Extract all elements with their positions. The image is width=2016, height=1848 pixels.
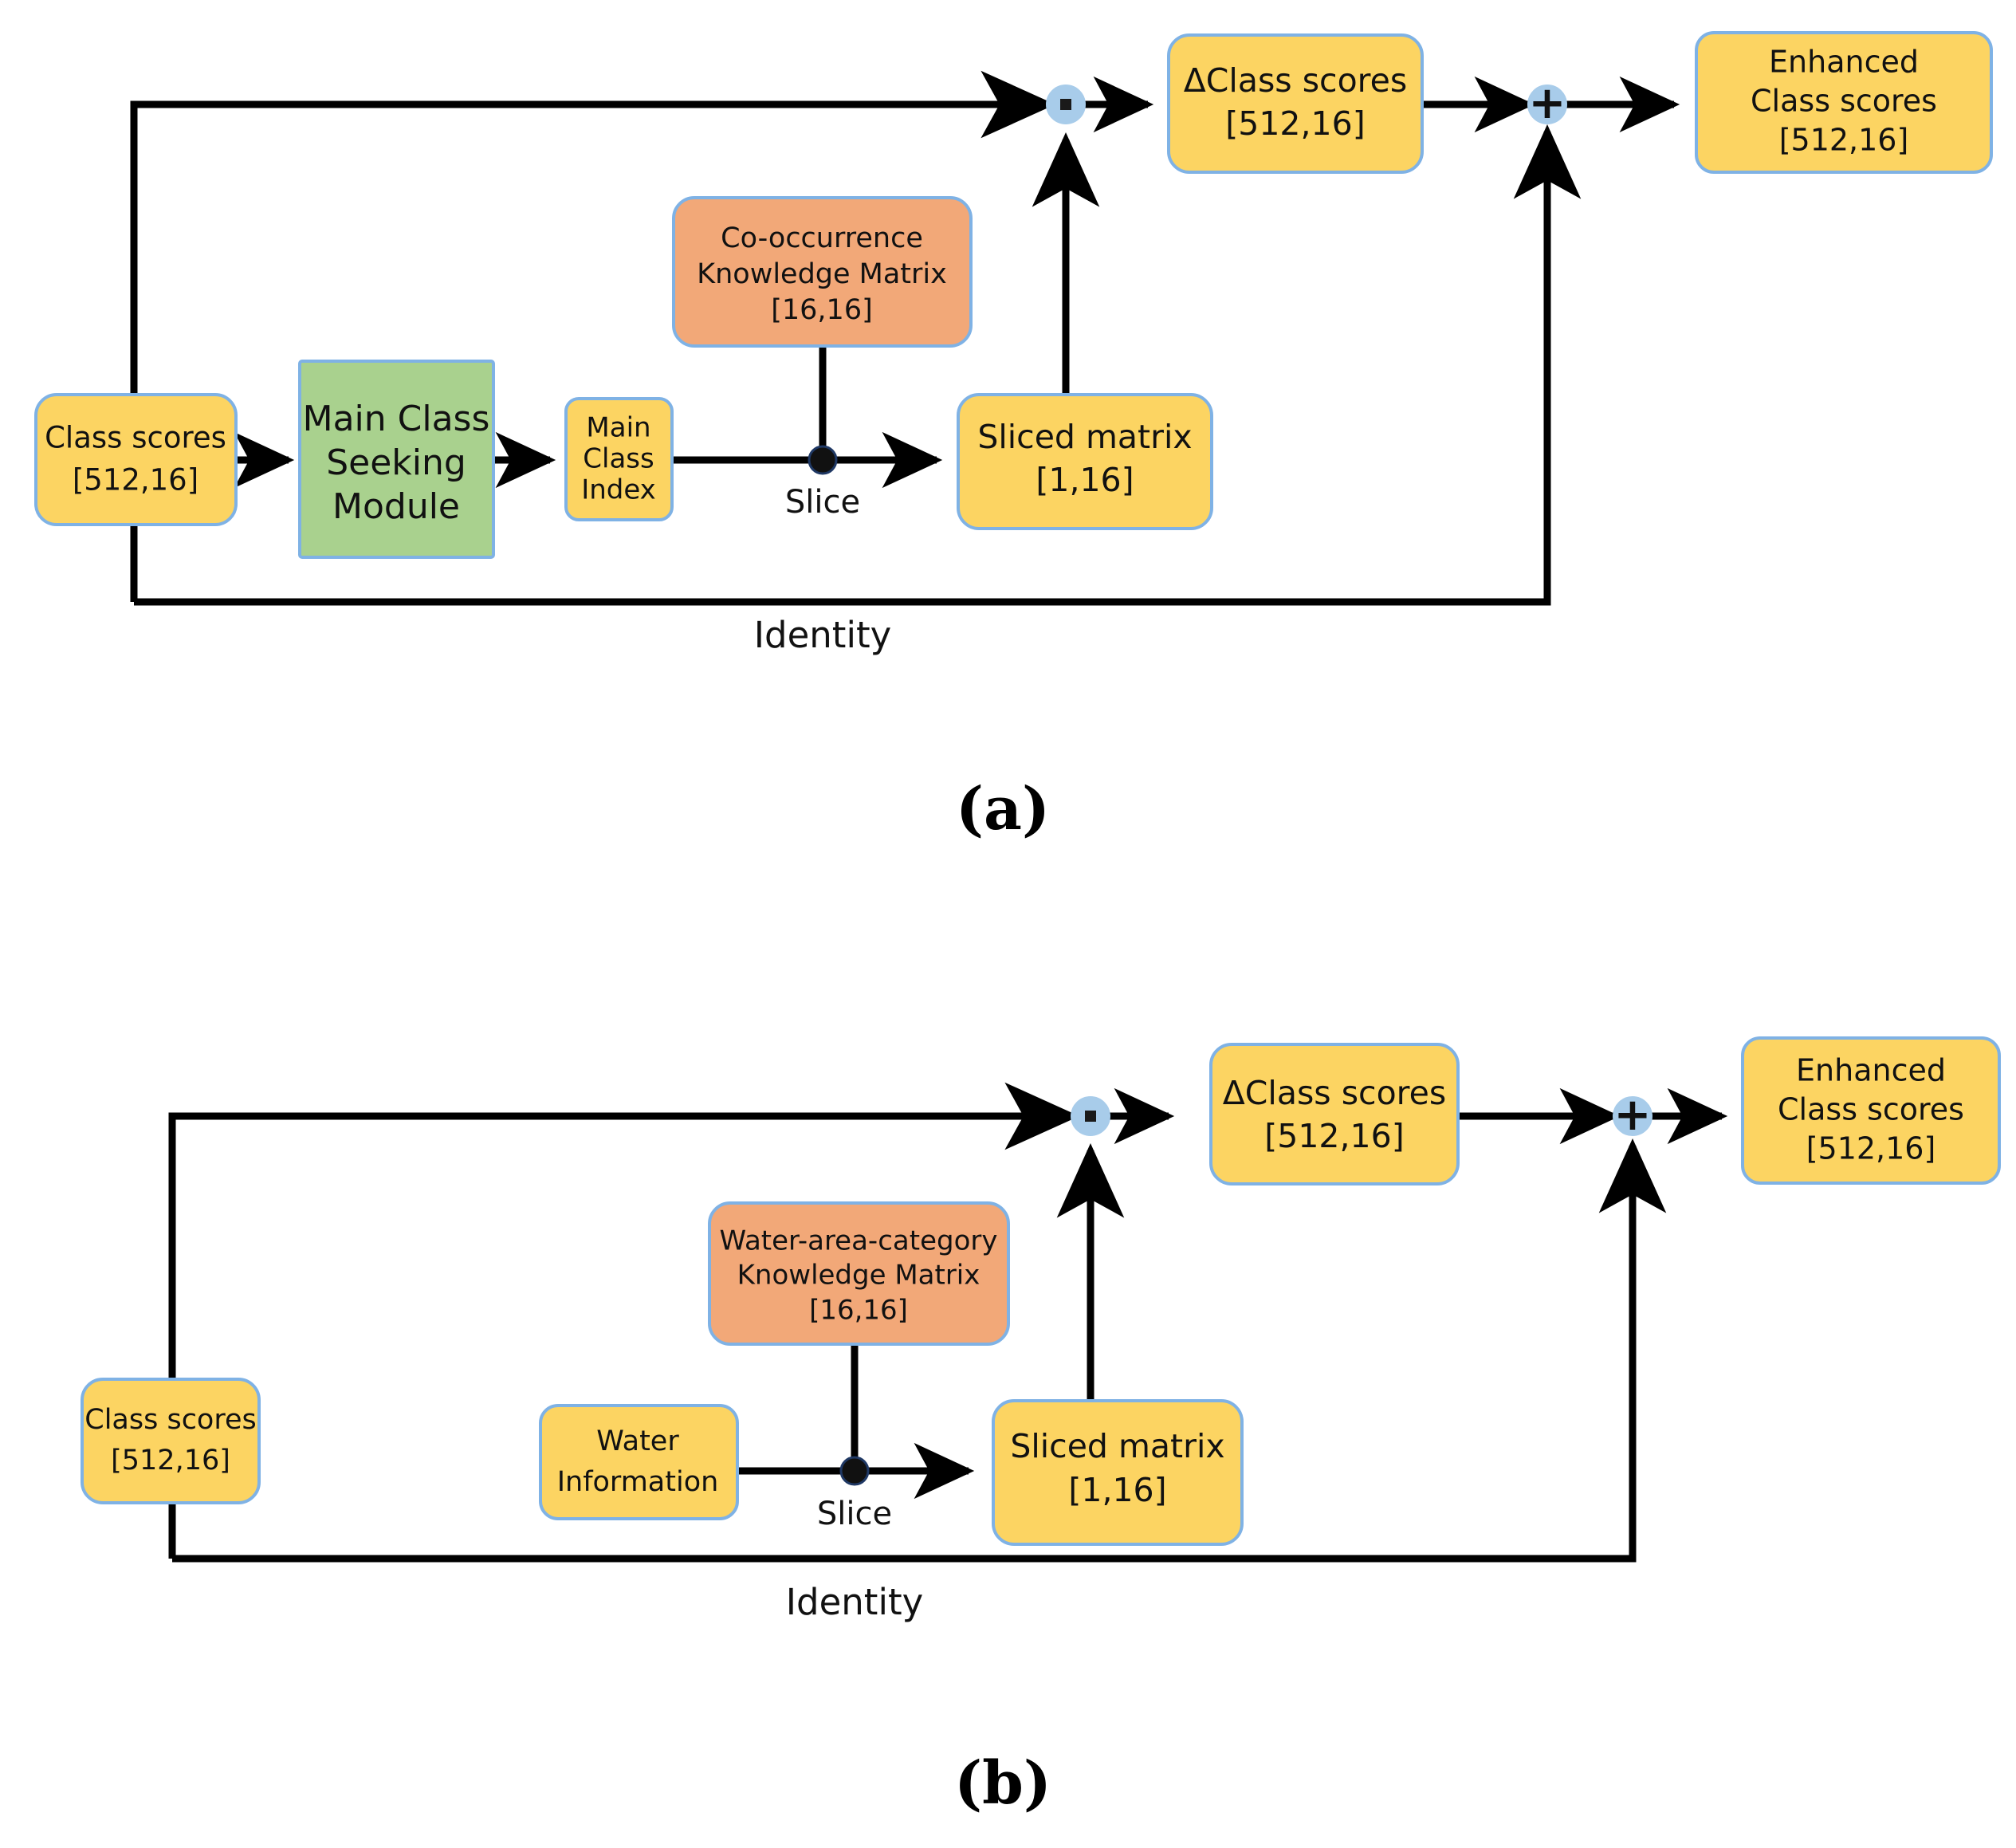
- delta-class-scores-label-2: [512,16]: [1225, 104, 1365, 143]
- water-area-category-knowledge-matrix-box[interactable]: [708, 1201, 1010, 1346]
- water-information-label-2: Information: [557, 1466, 719, 1498]
- seeking-module-label-3: Module: [332, 486, 460, 527]
- knowledge-matrix-b-label-2: Knowledge Matrix: [737, 1260, 980, 1292]
- knowledge-matrix-b-label-3: [16,16]: [809, 1295, 908, 1327]
- panel-a-node-enhanced-class-scores[interactable]: Enhanced Class scores [512,16]: [1695, 31, 1993, 174]
- seeking-module-label-1: Main Class: [303, 399, 490, 439]
- class-scores-box[interactable]: [34, 393, 238, 526]
- panel-a-node-main-class-index[interactable]: Main Class Index: [564, 397, 674, 521]
- class-scores-b-label-1: Class scores: [84, 1404, 257, 1436]
- panel-a: + Class scores [512,16] Main Class Seeki…: [34, 31, 1993, 843]
- class-scores-b-label-2: [512,16]: [111, 1445, 230, 1476]
- panel-a-node-class-scores[interactable]: Class scores [512,16]: [34, 393, 238, 526]
- water-information-box[interactable]: [539, 1404, 739, 1520]
- panel-b-node-class-scores[interactable]: Class scores [512,16]: [81, 1378, 261, 1504]
- wire-identity-top: [130, 70, 1056, 446]
- enhanced-class-scores-b-label-2: Class scores: [1778, 1092, 1964, 1127]
- add-operator-symbol: +: [1529, 77, 1566, 129]
- panel-b-node-delta-class-scores[interactable]: ΔClass scores [512,16]: [1209, 1043, 1460, 1185]
- identity-label: Identity: [754, 614, 891, 656]
- main-class-seeking-module-box[interactable]: [298, 360, 495, 559]
- sliced-matrix-label-1: Sliced matrix: [977, 418, 1192, 456]
- wire-identity-loop: [134, 124, 1582, 606]
- panel-b-node-water-information[interactable]: Water Information: [539, 1404, 739, 1520]
- wire-b-identity-loop: [172, 1138, 1667, 1563]
- panel-a-node-sliced-matrix[interactable]: Sliced matrix [1,16]: [957, 393, 1213, 530]
- knowledge-matrix-label-2: Knowledge Matrix: [697, 258, 947, 290]
- wire-b-identity-top: [168, 1082, 1080, 1427]
- delta-class-scores-label-1: ΔClass scores: [1184, 61, 1407, 100]
- multiply-operator-dot: [1060, 99, 1071, 110]
- panel-b-node-sliced-matrix[interactable]: Sliced matrix [1,16]: [992, 1399, 1244, 1546]
- main-class-index-label-2: Class: [583, 443, 654, 475]
- panel-a-node-knowledge-matrix[interactable]: Co-occurrence Knowledge Matrix [16,16]: [672, 196, 973, 348]
- panel-b-node-enhanced-class-scores[interactable]: Enhanced Class scores [512,16]: [1741, 1036, 2001, 1185]
- multiply-operator-dot-b: [1085, 1111, 1096, 1122]
- enhanced-class-scores-b-label-1: Enhanced: [1796, 1053, 1946, 1088]
- class-scores-box-b[interactable]: [81, 1378, 261, 1504]
- co-occurrence-knowledge-matrix-box[interactable]: [672, 196, 973, 348]
- main-class-index-label-3: Index: [581, 474, 656, 506]
- sliced-matrix-b-label-1: Sliced matrix: [1010, 1427, 1224, 1465]
- panel-a-multiply-operator[interactable]: [1046, 85, 1086, 124]
- seeking-module-label-2: Seeking: [326, 442, 466, 483]
- enhanced-class-scores-label-3: [512,16]: [1779, 123, 1909, 158]
- panel-b: + Class scores [512,16] Water Informatio…: [81, 1036, 2001, 1818]
- panel-b-node-knowledge-matrix[interactable]: Water-area-category Knowledge Matrix [16…: [708, 1201, 1010, 1346]
- panel-caption-a: (a): [956, 775, 1050, 843]
- identity-label-b: Identity: [786, 1581, 923, 1623]
- add-operator-circle-b[interactable]: [1613, 1096, 1652, 1136]
- delta-class-scores-box[interactable]: [1167, 33, 1424, 174]
- panel-b-multiply-operator[interactable]: [1071, 1096, 1110, 1136]
- enhanced-class-scores-b-label-3: [512,16]: [1806, 1131, 1936, 1166]
- enhanced-class-scores-label-2: Class scores: [1751, 84, 1937, 119]
- main-class-index-box[interactable]: [564, 397, 674, 521]
- add-operator-symbol-b: +: [1614, 1089, 1652, 1141]
- delta-class-scores-box-b[interactable]: [1209, 1043, 1460, 1185]
- class-scores-label-2: [512,16]: [73, 463, 198, 497]
- knowledge-matrix-label-1: Co-occurrence: [721, 222, 923, 254]
- main-class-index-label-1: Main: [586, 412, 650, 444]
- delta-class-scores-b-label-1: ΔClass scores: [1223, 1074, 1446, 1112]
- enhanced-class-scores-box[interactable]: [1695, 31, 1993, 174]
- panel-b-add-operator[interactable]: +: [1613, 1089, 1652, 1141]
- enhanced-class-scores-label-1: Enhanced: [1769, 45, 1919, 80]
- slice-label: Slice: [785, 484, 860, 521]
- panel-caption-b: (b): [954, 1749, 1051, 1818]
- slice-junction-dot: [808, 445, 838, 475]
- sliced-matrix-label-2: [1,16]: [1036, 461, 1134, 499]
- panel-a-node-seeking-module[interactable]: Main Class Seeking Module: [298, 360, 495, 559]
- sliced-matrix-box-b[interactable]: [992, 1399, 1244, 1546]
- enhanced-class-scores-box-b[interactable]: [1741, 1036, 2001, 1185]
- sliced-matrix-b-label-2: [1,16]: [1068, 1471, 1166, 1509]
- panel-a-add-operator[interactable]: +: [1527, 77, 1567, 129]
- knowledge-matrix-b-label-1: Water-area-category: [720, 1225, 998, 1257]
- slice-junction-dot-b: [839, 1456, 870, 1486]
- slice-label-b: Slice: [817, 1496, 892, 1532]
- sliced-matrix-box[interactable]: [957, 393, 1213, 530]
- water-information-label-1: Water: [596, 1425, 679, 1457]
- panel-a-node-delta-class-scores[interactable]: ΔClass scores [512,16]: [1167, 33, 1424, 174]
- class-scores-label-1: Class scores: [45, 421, 226, 455]
- add-operator-circle[interactable]: [1527, 85, 1567, 124]
- knowledge-matrix-label-3: [16,16]: [771, 294, 873, 326]
- delta-class-scores-b-label-2: [512,16]: [1264, 1117, 1404, 1155]
